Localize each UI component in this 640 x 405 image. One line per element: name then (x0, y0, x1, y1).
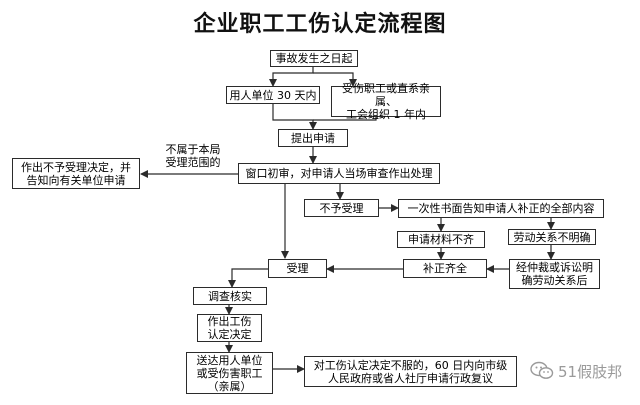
node-accept: 受理 (268, 259, 327, 278)
watermark-text: 51假肢邦 (558, 362, 623, 381)
node-accident: 事故发生之日起 (270, 50, 358, 67)
node-decide: 作出工伤 认定决定 (197, 314, 262, 342)
watermark: 51假肢邦 (530, 358, 635, 384)
node-materials-incomplete: 申请材料不齐 (397, 231, 485, 248)
node-arbitration: 经仲裁或诉讼明 确劳动关系后 (509, 259, 600, 289)
node-investigate: 调查核实 (193, 287, 267, 305)
edge-employer-apply (272, 104, 317, 130)
edge-accept-investigate (228, 268, 268, 288)
node-family1y: 受伤职工或直系亲属、 工会组织 1 年内 (331, 82, 441, 121)
node-notify-out: 作出不予受理决定，并 告知向有关单位申请 (12, 158, 140, 189)
edge-label-out-of-scope: 不属于本局 受理范围的 (165, 143, 221, 169)
node-labor-unclear: 劳动关系不明确 (508, 229, 596, 245)
node-appeal: 对工伤认定决定不服的，60 日内向市级 人民政府或省人社厅申请行政复议 (304, 356, 517, 387)
wechat-icon (530, 361, 554, 379)
edge-accident-family (313, 72, 357, 87)
node-apply: 提出申请 (278, 129, 348, 147)
node-supplement: 补正齐全 (403, 259, 487, 278)
node-window-review: 窗口初审，对申请人当场审查作出处理 (238, 163, 440, 184)
edge-accident-employer (269, 66, 314, 87)
node-employer30: 用人单位 30 天内 (226, 86, 320, 104)
edge-family-apply (313, 117, 377, 121)
node-deliver: 送达用人单位 或受伤害职工 （亲属） (186, 352, 273, 394)
node-reject: 不予受理 (304, 199, 379, 217)
node-one-time-notify: 一次性书面告知申请人补正的全部内容 (398, 199, 604, 218)
page-title: 企业职工工伤认定流程图 (193, 11, 447, 37)
